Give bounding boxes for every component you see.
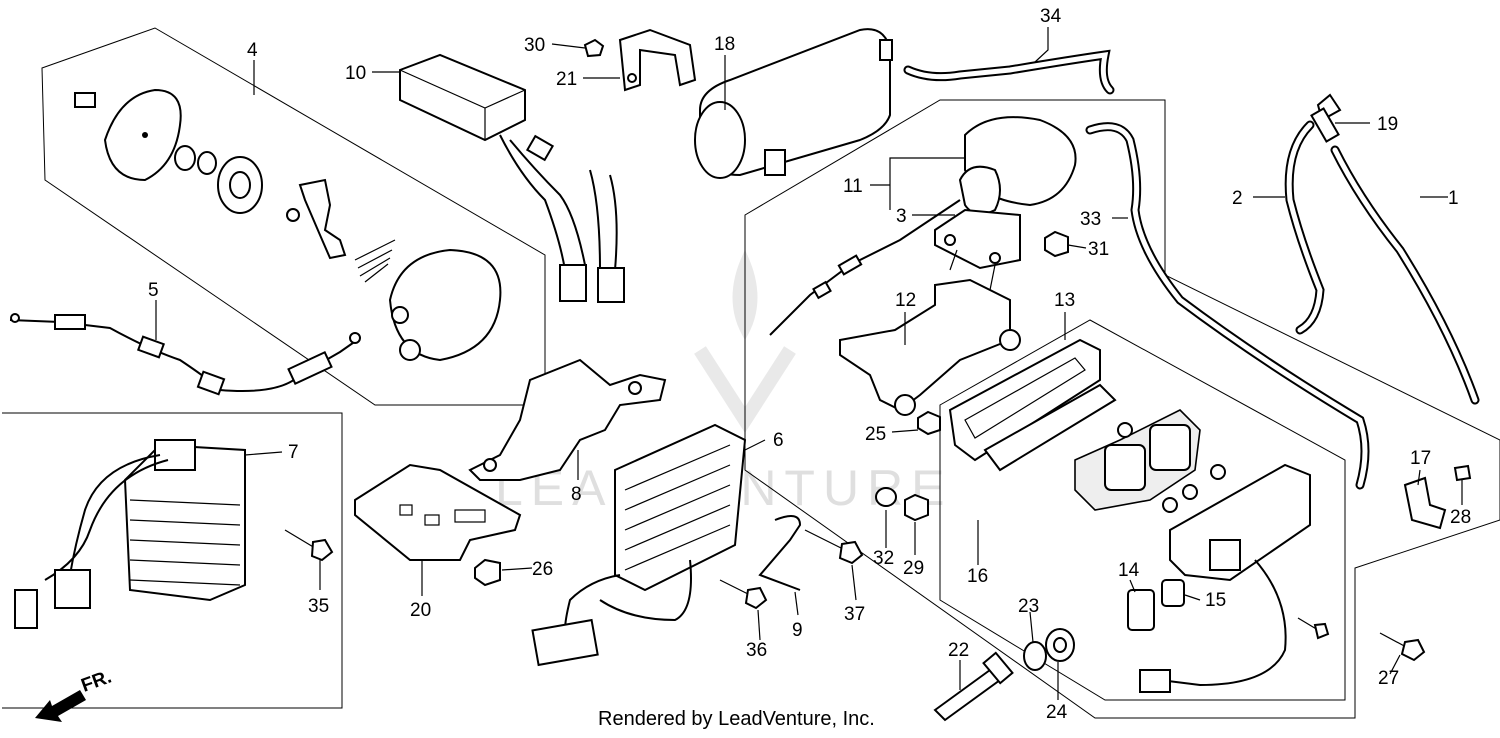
part-20-plate bbox=[354, 463, 522, 561]
callout-16: 16 bbox=[967, 566, 988, 587]
callout-14: 14 bbox=[1118, 560, 1140, 581]
callout-3: 3 bbox=[896, 206, 907, 227]
part-15-cap bbox=[1161, 579, 1185, 607]
leader-lines bbox=[155, 27, 1463, 700]
callout-31: 31 bbox=[1088, 239, 1109, 260]
part-36-bolt bbox=[719, 579, 768, 610]
callout-25: 25 bbox=[865, 424, 886, 445]
part-32-washer bbox=[875, 487, 897, 507]
callout-34: 34 bbox=[1040, 6, 1062, 27]
credit-text: Rendered by LeadVenture, Inc. bbox=[598, 708, 875, 730]
callout-24: 24 bbox=[1046, 702, 1068, 723]
part-5-cable bbox=[9, 313, 361, 396]
callout-8: 8 bbox=[571, 484, 582, 505]
direction-label: FR. bbox=[79, 666, 115, 696]
part-9-clip bbox=[758, 515, 802, 591]
part-4-drum-assembly bbox=[74, 88, 502, 362]
part-23-ring bbox=[1023, 641, 1047, 671]
callout-21: 21 bbox=[556, 69, 577, 90]
front-arrow: FR. bbox=[35, 666, 114, 722]
callout-13: 13 bbox=[1054, 290, 1075, 311]
part-26-nut bbox=[474, 558, 501, 587]
callout-11: 11 bbox=[843, 176, 863, 197]
part-14-plug bbox=[1127, 589, 1155, 631]
part-13-gasket bbox=[948, 338, 1117, 472]
part-25-nut bbox=[917, 410, 941, 436]
part-27-bolt bbox=[1379, 632, 1426, 662]
callout-29: 29 bbox=[903, 558, 924, 579]
callout-22: 22 bbox=[948, 640, 969, 661]
callout-7: 7 bbox=[288, 442, 299, 463]
callout-1: 1 bbox=[1448, 188, 1459, 209]
callout-17: 17 bbox=[1410, 448, 1431, 469]
callout-2: 2 bbox=[1232, 188, 1243, 209]
callout-36: 36 bbox=[746, 640, 767, 661]
part-screw-small bbox=[1297, 617, 1330, 640]
callout-9: 9 bbox=[792, 620, 803, 641]
callout-12: 12 bbox=[895, 290, 916, 311]
callout-6: 6 bbox=[773, 430, 784, 451]
part-17-clamp bbox=[1403, 464, 1472, 530]
callout-33: 33 bbox=[1080, 209, 1101, 230]
part-22-nipple bbox=[933, 651, 1014, 722]
callout-10: 10 bbox=[345, 63, 366, 84]
part-21-bracket bbox=[583, 28, 697, 92]
callout-32: 32 bbox=[873, 548, 894, 569]
part-37-bolt bbox=[804, 529, 864, 565]
part-18-canister bbox=[694, 28, 893, 179]
part-10-control-unit bbox=[399, 53, 625, 303]
callout-26: 26 bbox=[532, 559, 553, 580]
part-11-actuator bbox=[769, 116, 1077, 336]
callout-5: 5 bbox=[148, 280, 159, 301]
part-24-grommet bbox=[1045, 628, 1075, 662]
callout-35: 35 bbox=[308, 596, 329, 617]
part-29-nut bbox=[904, 493, 929, 522]
callout-4: 4 bbox=[247, 40, 258, 61]
part-31-nut bbox=[1044, 230, 1069, 258]
callout-28: 28 bbox=[1450, 507, 1471, 528]
callout-numbers: 1 2 3 4 5 6 7 8 9 10 11 12 13 14 15 16 1… bbox=[148, 6, 1471, 723]
callout-20: 20 bbox=[410, 600, 431, 621]
part-8-bracket bbox=[468, 358, 667, 481]
callout-37: 37 bbox=[844, 604, 865, 625]
callout-15: 15 bbox=[1205, 590, 1226, 611]
part-35-bolt bbox=[284, 529, 334, 562]
callout-23: 23 bbox=[1018, 596, 1039, 617]
part-6-regulator bbox=[531, 423, 747, 667]
part-16-solenoid-unit bbox=[1074, 409, 1311, 693]
callout-18: 18 bbox=[714, 34, 735, 55]
callout-30: 30 bbox=[524, 35, 545, 56]
part-7-regulator bbox=[14, 439, 246, 629]
hoses bbox=[903, 49, 1480, 490]
callout-19: 19 bbox=[1377, 114, 1398, 135]
callout-27: 27 bbox=[1378, 668, 1399, 689]
part-12-bracket bbox=[839, 249, 1021, 416]
